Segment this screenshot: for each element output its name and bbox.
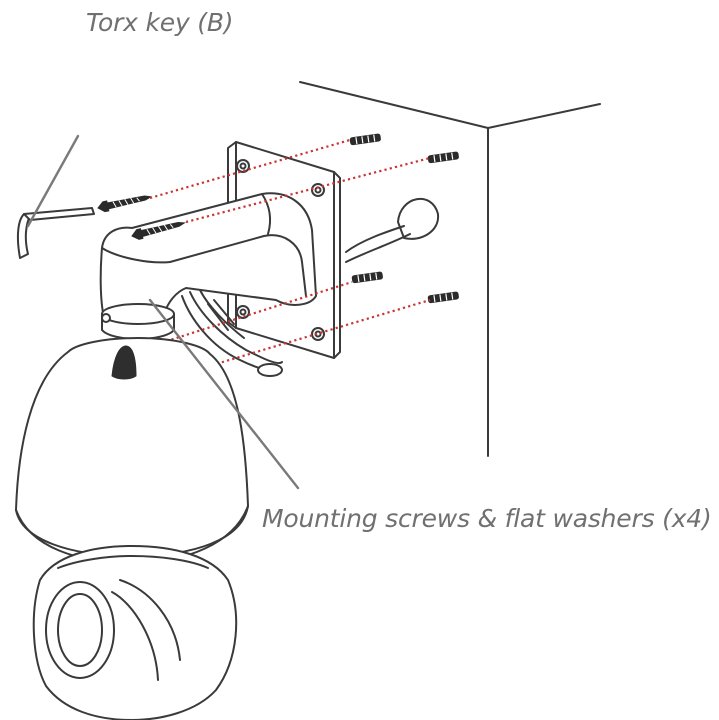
screw xyxy=(131,221,186,240)
torx-key-label: Torx key (B) xyxy=(86,8,234,37)
cable-entry xyxy=(345,197,440,263)
wall-anchor xyxy=(427,291,459,304)
wall-bracket-arm xyxy=(99,192,317,340)
leader-lines xyxy=(26,134,300,490)
wall-anchor xyxy=(351,271,383,284)
wall-anchor xyxy=(427,151,459,164)
ptz-camera xyxy=(15,337,249,720)
screw xyxy=(97,195,153,213)
wall xyxy=(299,81,601,457)
mounting-screws-label: Mounting screws & flat washers (x4) xyxy=(262,504,712,533)
torx-key-leader xyxy=(26,134,80,228)
torx-key xyxy=(16,207,95,259)
wall-anchors xyxy=(349,133,459,304)
cable-harness xyxy=(181,289,283,377)
alignment-guides xyxy=(119,138,431,372)
wall-anchor xyxy=(349,133,381,146)
mounting-screws-leader xyxy=(148,298,300,490)
